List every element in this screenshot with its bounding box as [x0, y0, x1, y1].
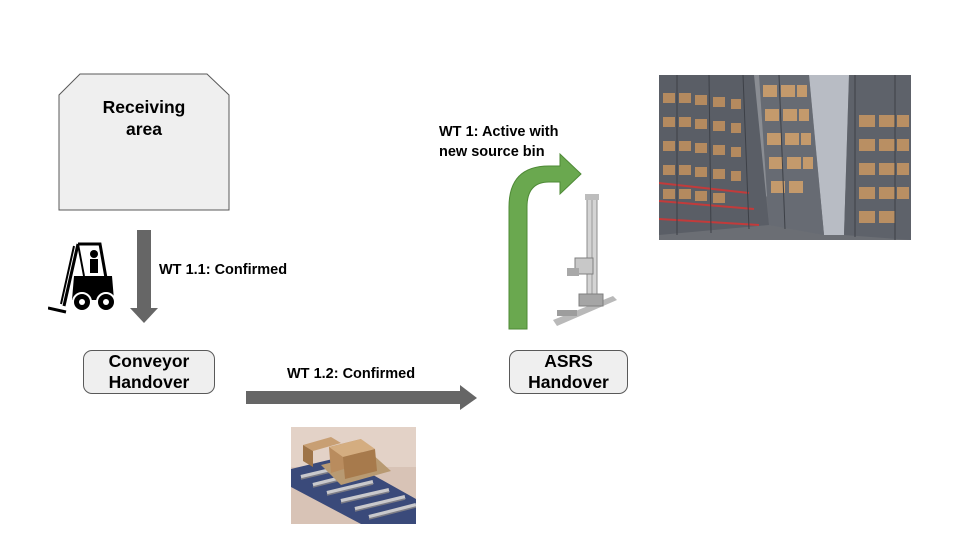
asrs-handover-label: ASRS Handover: [528, 351, 609, 392]
wt-1-1-label: WT 1.1: Confirmed: [159, 262, 288, 278]
wt-1-1-arrow: [130, 230, 158, 323]
forklift-icon: [48, 242, 116, 314]
wt-1-label: WT 1: Active with new source bin: [439, 124, 559, 160]
conveyor-handover-node: Conveyor Handover: [83, 350, 215, 394]
wt-1-2-arrow: [246, 385, 477, 410]
wt-1-2-label: WT 1.2: Confirmed: [287, 366, 416, 382]
conveyor-handover-label: Conveyor Handover: [108, 351, 190, 392]
stacker-crane-illustration: [553, 194, 617, 326]
asrs-handover-node: ASRS Handover: [509, 350, 628, 394]
receiving-area-shape: [58, 73, 230, 211]
conveyor-boxes-photo: [291, 427, 416, 524]
wt-1-arrow: [508, 152, 582, 330]
asrs-warehouse-photo: [659, 75, 911, 240]
receiving-area-label: Receiving area: [102, 97, 186, 139]
